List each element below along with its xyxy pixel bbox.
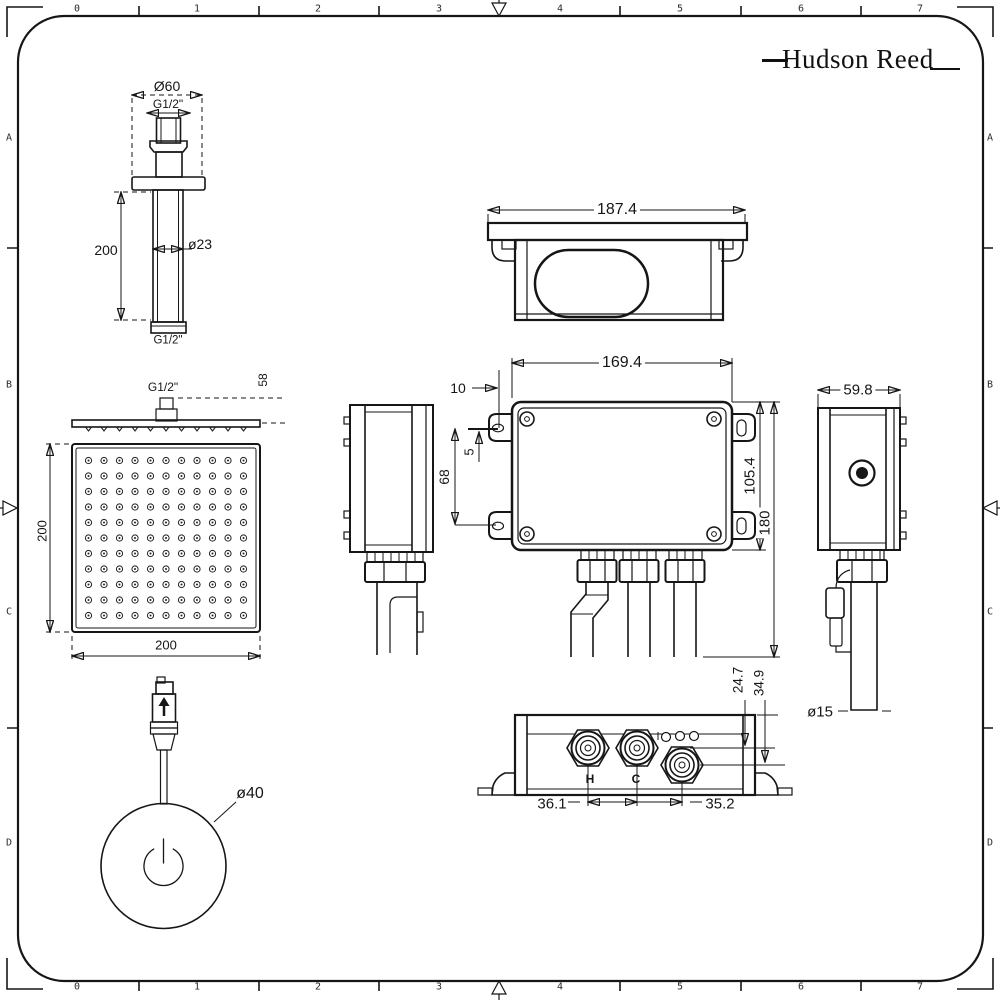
center-mark-right — [981, 500, 998, 516]
remote-control-drawing — [100, 676, 237, 930]
top-ruler-1: 1 — [193, 3, 201, 15]
dim-outlet-pipe-diameter: ø15 — [807, 703, 833, 721]
dim-arm-length: 200 — [94, 242, 118, 258]
bottom-ruler-6: 6 — [797, 981, 805, 993]
bottom-ruler-ticks — [138, 981, 862, 991]
center-mark-bottom — [490, 979, 508, 995]
inlet-pipe — [673, 582, 697, 657]
valve-top-view — [486, 210, 749, 322]
valve-bottom-view — [477, 700, 793, 806]
bottom-ruler-1: 1 — [193, 981, 201, 993]
label-hot-port: H — [585, 772, 595, 786]
cable-port — [688, 730, 700, 742]
top-ruler-7: 7 — [916, 3, 924, 15]
bottom-ruler-3: 3 — [435, 981, 443, 993]
corner-mark-bottom-left — [6, 958, 43, 990]
dim-pipe-diameter: ø23 — [187, 236, 213, 252]
dim-valve-top-width: 187.4 — [593, 201, 641, 219]
right-ruler-c: C — [986, 606, 994, 618]
right-ruler-d: D — [986, 837, 994, 849]
outlet-pipe — [627, 582, 651, 657]
top-ruler-6: 6 — [797, 3, 805, 15]
dim-remote-diameter: ø40 — [236, 785, 264, 802]
logo-left-rule — [762, 59, 788, 62]
left-ruler-c: C — [5, 606, 13, 618]
remote-cable — [159, 749, 168, 805]
dim-thread-bottom: G1/2" — [153, 334, 183, 347]
elbow-outlet-pipe — [570, 582, 587, 657]
dim-fixing-centres: 68 — [436, 466, 452, 488]
dim-body-height: 105.4 — [741, 454, 759, 498]
logo-text: Hudson Reed — [782, 44, 934, 74]
dim-tab-offset: 10 — [450, 380, 466, 396]
dim-port-spacing-left: 36.1 — [537, 795, 567, 813]
corner-mark-top-right — [957, 6, 994, 37]
dim-head-thread: G1/2" — [147, 380, 179, 394]
logo-right-rule — [929, 67, 960, 70]
fixing-tab — [732, 511, 756, 540]
dim-outlet-offset-2: 34.9 — [751, 666, 767, 700]
top-ruler-0: 0 — [73, 3, 81, 15]
center-mark-left — [2, 500, 19, 516]
fixing-tab — [488, 413, 512, 442]
cable-port — [660, 731, 672, 743]
bottom-ruler-4: 4 — [556, 981, 564, 993]
side-hole — [848, 459, 876, 487]
dim-valve-depth: 59.8 — [840, 381, 876, 399]
ceiling-arm-drawing — [114, 95, 206, 334]
dim-overall-height: 180 — [756, 507, 774, 539]
corner-mark-bottom-right — [957, 958, 994, 990]
shower-head-side-view — [71, 397, 287, 432]
left-ruler-b: B — [5, 379, 13, 391]
remote-body-circle — [100, 802, 227, 930]
top-ruler-3: 3 — [435, 3, 443, 15]
right-ruler-b: B — [986, 379, 994, 391]
valve-front-view — [455, 358, 780, 657]
brand-logo: Hudson Reed — [762, 44, 960, 75]
right-ruler-ticks — [983, 247, 993, 729]
bottom-ruler-0: 0 — [73, 981, 81, 993]
left-ruler-d: D — [5, 837, 13, 849]
top-ruler-5: 5 — [676, 3, 684, 15]
mounting-foot — [755, 772, 779, 796]
leader-line-o40 — [213, 801, 237, 823]
bottom-ruler-7: 7 — [916, 981, 924, 993]
label-cold-port: C — [631, 772, 641, 786]
corner-mark-top-left — [6, 6, 43, 37]
left-ruler-a: A — [5, 132, 13, 144]
power-icon — [143, 848, 184, 887]
cable-port — [674, 730, 686, 742]
fixing-tab — [732, 413, 756, 442]
valve-left-side-view — [343, 404, 434, 655]
top-ruler-2: 2 — [314, 3, 322, 15]
bottom-ruler-2: 2 — [314, 981, 322, 993]
dim-head-height: 58 — [256, 373, 270, 387]
top-ruler-4: 4 — [556, 3, 564, 15]
valve-right-side-view — [817, 390, 907, 712]
cable-plug — [825, 587, 845, 619]
mounting-foot — [491, 772, 515, 796]
dim-tab-gap: 5 — [461, 445, 477, 459]
right-ruler-a: A — [986, 132, 994, 144]
dim-port-spacing-right: 35.2 — [705, 795, 735, 813]
bottom-ruler-5: 5 — [676, 981, 684, 993]
dim-thread-top: G1/2" — [152, 97, 184, 111]
dim-head-width: 200 — [155, 637, 177, 653]
inlet-pipe-side — [850, 582, 878, 711]
center-mark-top — [490, 2, 508, 18]
dim-head-side: 200 — [34, 520, 50, 542]
dim-valve-width: 169.4 — [598, 354, 646, 372]
shower-head-bottom-view — [46, 443, 261, 662]
dim-flange-diameter: Ø60 — [153, 78, 181, 94]
dim-outlet-offset-1: 24.7 — [730, 663, 746, 697]
left-ruler-ticks — [7, 247, 17, 729]
top-ruler-ticks — [138, 6, 862, 16]
